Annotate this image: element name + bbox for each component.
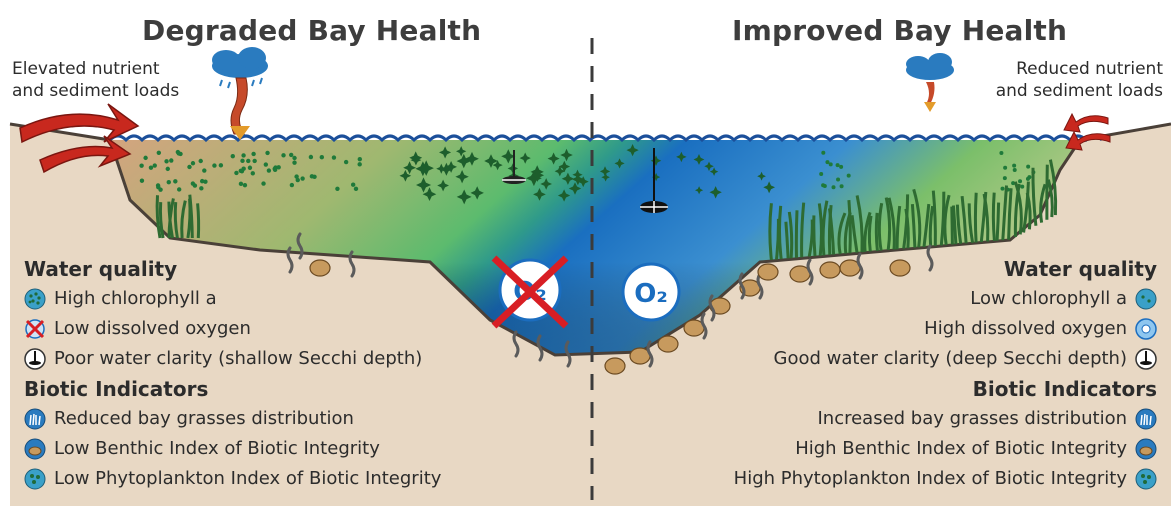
elevated-loads-line2: and sediment loads [12,81,180,101]
degraded-title: Degraded Bay Health [142,14,482,47]
improved-legend: Water quality Low chlorophyll a High dis… [734,254,1157,494]
secchi-disk-deep [640,148,668,213]
chlorophyll-icon [24,288,46,310]
benthic-icon [1135,438,1157,460]
legend-text: Increased bay grasses distribution [817,408,1127,429]
bay-grasses-right [768,159,1058,261]
bay-grasses-left [155,194,201,239]
legend-text: Reduced bay grasses distribution [54,408,354,429]
legend-text: High dissolved oxygen [924,318,1127,339]
bay-grass-icon [1135,408,1157,430]
water-quality-heading-left: Water quality [24,257,178,281]
no-oxygen-icon [25,319,45,339]
elevated-loads-label: Elevated nutrient and sediment loads [12,58,179,102]
water-surface [108,134,1104,143]
svg-text:O₂: O₂ [634,279,668,309]
legend-item-low-phytoplankton: Low Phytoplankton Index of Biotic Integr… [24,464,441,494]
bay-grass-icon [24,408,46,430]
secchi-disk-icon [24,348,46,370]
legend-text: High Phytoplankton Index of Biotic Integ… [733,468,1127,489]
biotic-heading-right: Biotic Indicators [972,377,1157,401]
phytoplankton-dots-right [819,150,1036,192]
improved-title: Improved Bay Health [732,14,1068,47]
legend-item-increased-grasses: Increased bay grasses distribution [734,404,1157,434]
degraded-legend: Water quality High chlorophyll a Low dis… [24,254,441,494]
reduced-loads-label: Reduced nutrient and sediment loads [996,58,1163,102]
benthic-icon [24,438,46,460]
legend-item-high-benthic: High Benthic Index of Biotic Integrity [734,434,1157,464]
legend-text: Low dissolved oxygen [54,318,251,339]
legend-item-high-chlorophyll: High chlorophyll a [24,284,441,314]
legend-item-high-phytoplankton: High Phytoplankton Index of Biotic Integ… [734,464,1157,494]
nutrient-inflow-arrows-small [1063,112,1111,151]
chlorophyll-icon [1135,288,1157,310]
legend-text: Good water clarity (deep Secchi depth) [773,348,1127,369]
elevated-loads-line1: Elevated nutrient [12,59,160,79]
legend-text: Low Benthic Index of Biotic Integrity [54,438,380,459]
legend-item-high-oxygen: High dissolved oxygen [734,314,1157,344]
phytoplankton-clumps-right [599,144,775,199]
low-oxygen-symbol: O₂ [491,255,569,329]
legend-text: Low Phytoplankton Index of Biotic Integr… [54,468,442,489]
legend-item-low-benthic: Low Benthic Index of Biotic Integrity [24,434,441,464]
benthic-organisms [286,232,934,375]
oxygen-icon [1135,318,1157,340]
legend-text: High chlorophyll a [54,288,217,309]
secchi-disk-shallow [502,150,526,184]
legend-item-good-clarity: Good water clarity (deep Secchi depth) [734,344,1157,374]
phytoplankton-icon [24,468,46,490]
legend-item-poor-clarity: Poor water clarity (shallow Secchi depth… [24,344,441,374]
secchi-disk-icon [1135,348,1157,370]
reduced-loads-line2: and sediment loads [995,81,1163,101]
storm-cloud-small [906,53,954,112]
high-oxygen-symbol: O₂ [621,262,681,322]
legend-text: Low chlorophyll a [970,288,1127,309]
nutrient-inflow-arrows-large [19,103,140,174]
phytoplankton-dots-left [139,149,363,192]
legend-item-low-oxygen: Low dissolved oxygen [24,314,441,344]
legend-item-low-chlorophyll: Low chlorophyll a [734,284,1157,314]
biotic-heading-left: Biotic Indicators [24,377,209,401]
legend-text: High Benthic Index of Biotic Integrity [795,438,1127,459]
storm-cloud-large [212,47,268,140]
legend-item-reduced-grasses: Reduced bay grasses distribution [24,404,441,434]
phytoplankton-icon [1135,468,1157,490]
bay-water [110,140,1080,355]
legend-text: Poor water clarity (shallow Secchi depth… [54,348,423,369]
water-quality-heading-right: Water quality [1003,257,1157,281]
reduced-loads-line1: Reduced nutrient [1016,59,1163,79]
